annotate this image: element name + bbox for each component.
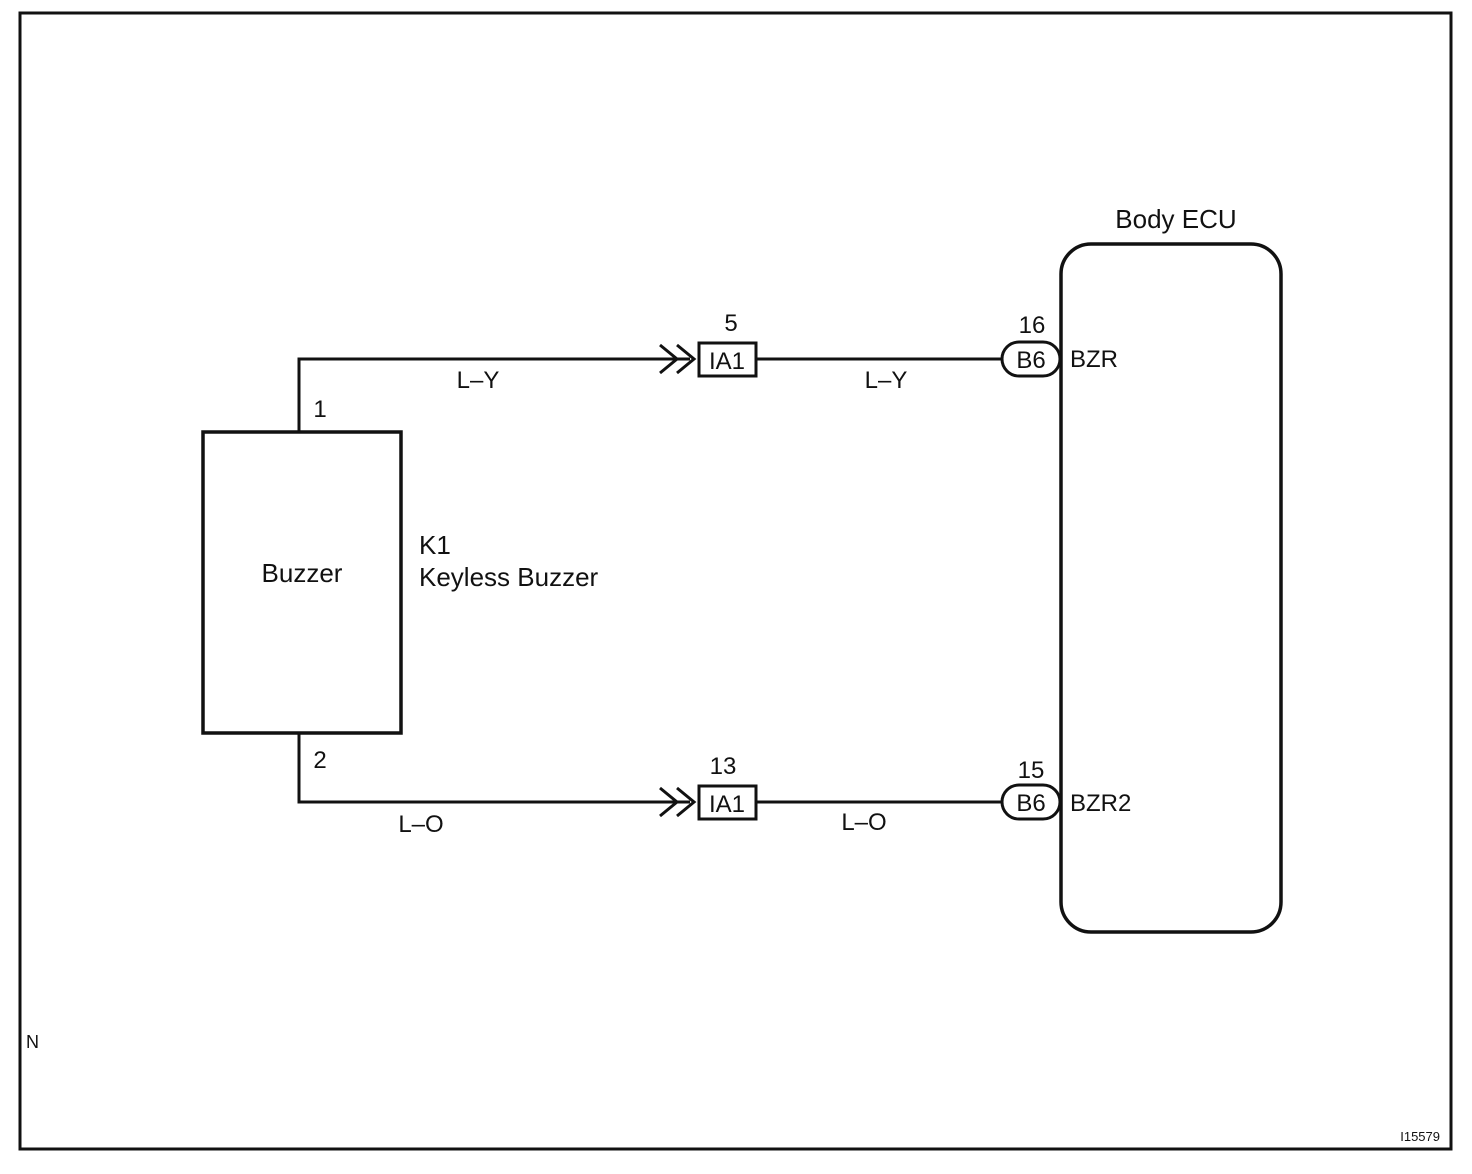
junction-box-top bbox=[697, 341, 758, 378]
ecu-connector-top-label: B6 bbox=[1016, 347, 1045, 374]
figure-id: I15579 bbox=[1400, 1129, 1440, 1144]
wire-top-right-color: L–Y bbox=[865, 367, 908, 394]
buzzer-code: K1 bbox=[419, 530, 451, 560]
connector-chevron-bottom bbox=[659, 786, 680, 818]
buzzer-name: Keyless Buzzer bbox=[419, 562, 599, 592]
body-ecu-box bbox=[1059, 242, 1283, 934]
wire-bottom-left-color: L–O bbox=[398, 811, 443, 838]
junction-top-pin: 5 bbox=[724, 310, 737, 337]
ecu-connector-bottom-label: B6 bbox=[1016, 790, 1045, 817]
wire-top-left-color: L–Y bbox=[457, 367, 500, 394]
junction-box-bottom bbox=[697, 784, 758, 821]
body-ecu-title: Body ECU bbox=[1115, 204, 1236, 234]
corner-mark: N bbox=[26, 1032, 39, 1052]
junction-top-connector: IA1 bbox=[709, 348, 745, 375]
buzzer-pin-bottom: 2 bbox=[313, 747, 326, 774]
ecu-terminal-top: BZR bbox=[1070, 346, 1118, 373]
junction-bottom-connector: IA1 bbox=[709, 791, 745, 818]
diagram-frame bbox=[18, 11, 1453, 1151]
ecu-pin-bottom-number: 15 bbox=[1018, 757, 1045, 784]
ecu-terminal-bottom: BZR2 bbox=[1070, 790, 1131, 817]
wire-bottom-right-color: L–O bbox=[841, 809, 886, 836]
buzzer-box bbox=[201, 430, 403, 735]
wire-top-left bbox=[297, 357, 690, 432]
buzzer-box-label: Buzzer bbox=[262, 558, 343, 588]
connector-chevron-top bbox=[659, 343, 680, 375]
buzzer-pin-top: 1 bbox=[313, 396, 326, 423]
circuit-bottom: IA1 13 B6 15 BZR2 L–O L–O 2 bbox=[297, 733, 1131, 838]
circuit-top: IA1 5 B6 16 BZR L–Y L–Y 1 bbox=[297, 310, 1118, 432]
ecu-connector-bottom bbox=[1000, 783, 1062, 821]
junction-bottom-pin: 13 bbox=[710, 753, 737, 780]
ecu-pin-top-number: 16 bbox=[1019, 312, 1046, 339]
wire-bottom-left bbox=[297, 733, 690, 804]
ecu-connector-top bbox=[1000, 340, 1062, 378]
